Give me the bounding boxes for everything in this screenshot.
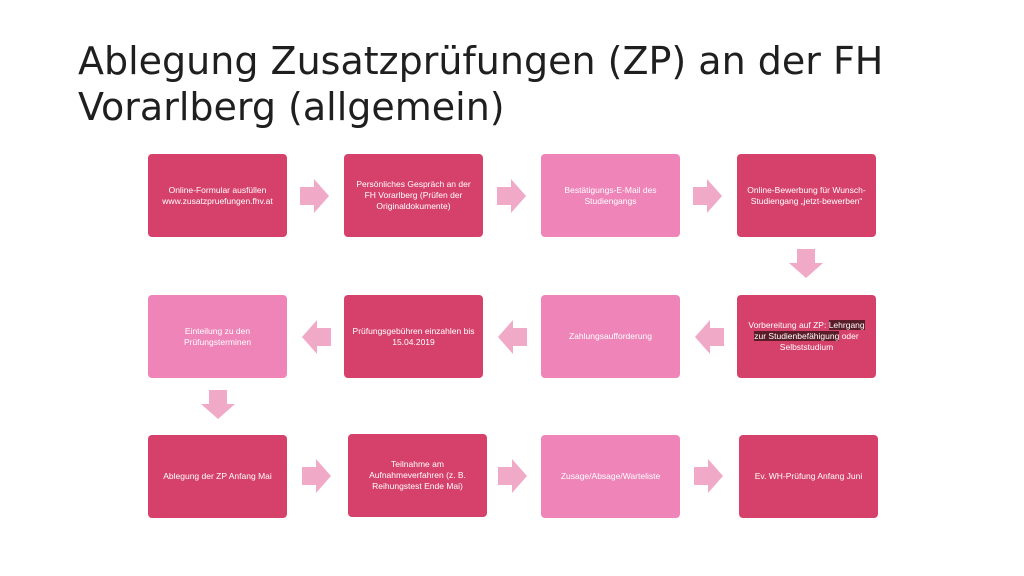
step-label: Zusage/Absage/Warteliste <box>560 471 661 481</box>
step-zusage-absage: Zusage/Absage/Warteliste <box>541 435 680 518</box>
arrow-left-icon <box>695 320 724 354</box>
step-online-bewerbung: Online-Bewerbung für Wunsch-Studiengang … <box>737 154 876 237</box>
arrow-right-icon <box>300 179 329 213</box>
step-label: Prüfungsgebühren einzahlen bis 15.04.201… <box>352 325 475 347</box>
step-online-formular: Online-Formular ausfüllen www.zusatzprue… <box>148 154 287 237</box>
step-label: Teilnahme am Aufnahmeverfahren (z. B. Re… <box>369 459 466 491</box>
step-text-pre: Vorbereitung auf ZP: <box>748 320 829 330</box>
arrow-right-icon <box>302 459 331 493</box>
step-bestaetigungs-email: Bestätigungs-E-Mail des Studiengangs <box>541 154 680 237</box>
step-label: Ev. WH-Prüfung Anfang Juni <box>754 471 863 481</box>
step-text-post: oder Selbststudium <box>779 331 859 352</box>
step-label: Online-Bewerbung für Wunsch-Studiengang … <box>747 184 866 206</box>
arrow-down-icon <box>789 249 823 278</box>
slide-title: Ablegung Zusatzprüfungen (ZP) an der FH … <box>78 38 938 130</box>
title-line-2: Vorarlberg (allgemein) <box>78 85 505 129</box>
step-persoenliches-gespraech: Persönliches Gespräch an der FH Vorarlbe… <box>344 154 483 237</box>
step-label: Ablegung der ZP Anfang Mai <box>163 471 272 481</box>
title-line-1: Ablegung Zusatzprüfungen (ZP) an der FH <box>78 39 884 83</box>
arrow-left-icon <box>498 320 527 354</box>
arrow-right-icon <box>693 179 722 213</box>
step-einteilung-pruefungstermine: Einteilung zu den Prüfungsterminen <box>148 295 287 378</box>
arrow-left-icon <box>302 320 331 354</box>
arrow-right-icon <box>497 179 526 213</box>
step-wh-pruefung: Ev. WH-Prüfung Anfang Juni <box>739 435 878 518</box>
step-pruefungsgebuehren: Prüfungsgebühren einzahlen bis 15.04.201… <box>344 295 483 378</box>
arrow-down-icon <box>201 390 235 419</box>
step-aufnahmeverfahren: Teilnahme am Aufnahmeverfahren (z. B. Re… <box>348 434 487 517</box>
step-ablegung-zp: Ablegung der ZP Anfang Mai <box>148 435 287 518</box>
step-label: Einteilung zu den Prüfungsterminen <box>183 325 252 347</box>
arrow-right-icon <box>694 459 723 493</box>
step-label: Persönliches Gespräch an der FH Vorarlbe… <box>356 179 471 211</box>
step-label: Zahlungsaufforderung <box>568 331 653 341</box>
arrow-right-icon <box>498 459 527 493</box>
step-label-rich: Vorbereitung auf ZP: Lehrgang zur Studie… <box>743 320 870 353</box>
step-zahlungsaufforderung: Zahlungsaufforderung <box>541 295 680 378</box>
step-label: Online-Formular ausfüllen www.zusatzprue… <box>162 184 273 206</box>
step-vorbereitung-zp: Vorbereitung auf ZP: Lehrgang zur Studie… <box>737 295 876 378</box>
step-label: Bestätigungs-E-Mail des Studiengangs <box>564 184 657 206</box>
